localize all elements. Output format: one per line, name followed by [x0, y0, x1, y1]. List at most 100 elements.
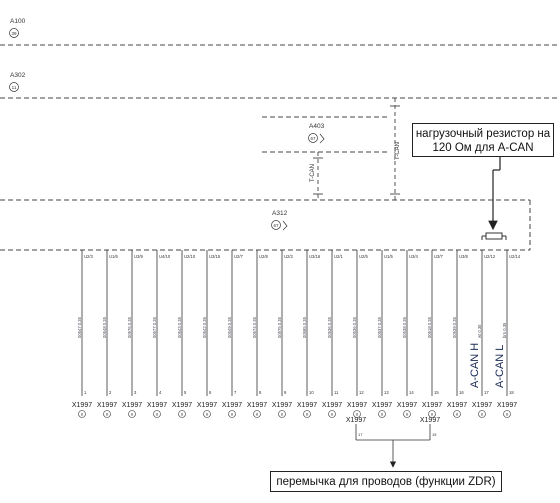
connector-badge: 8: [406, 412, 409, 417]
connector-badge-circle: [478, 410, 486, 418]
resistor-callout-arrow: [488, 157, 501, 231]
pin-label: U2/8: [259, 254, 269, 259]
connector-label: X1997: [322, 402, 342, 409]
pin-label: U2/12: [484, 254, 496, 259]
a403-badge: 67: [310, 136, 316, 141]
tcan-main-label: T-CAN: [395, 142, 401, 160]
connector-pin-number: 12: [359, 390, 364, 395]
a312-badge-circle: [271, 220, 281, 230]
connector-badge-circle: [503, 410, 511, 418]
a403-badge-circle: [308, 133, 318, 143]
connector-label: X1997: [422, 402, 442, 409]
connector-badge: 8: [356, 412, 359, 417]
connector-label: X1997: [147, 402, 167, 409]
resistor-callout: нагрузочный резистор на 120 Ом для A-CAN: [412, 123, 554, 157]
t-can-lines: [313, 98, 400, 200]
connector-label: X1997: [197, 402, 217, 409]
bridge-connector-left: X1997: [346, 417, 366, 424]
connector-badge: 8: [256, 412, 259, 417]
connector-pin-number: 15: [434, 390, 439, 395]
resistor-callout-text: нагрузочный резистор на 120 Ом для A-CAN: [415, 128, 551, 154]
pin-label: U3/15: [209, 254, 221, 259]
a302-label: A302: [10, 72, 26, 79]
connector-badge-circle: [403, 410, 411, 418]
connector-label: X1997: [372, 402, 392, 409]
bridge-right-pin: 15: [432, 432, 437, 437]
wire-code: 00577 0.35: [152, 316, 157, 338]
connector-badge: 8: [381, 412, 384, 417]
connector-badge: 8: [431, 412, 434, 417]
connector-label: X1997: [222, 402, 242, 409]
connector-badge: 8: [81, 412, 84, 417]
connector-pin-number: 14: [409, 390, 414, 395]
a100-label: A100: [10, 18, 26, 25]
connector-label: X1997: [447, 402, 467, 409]
connector-badge: 8: [456, 412, 459, 417]
wire-code: 00547 0.35: [77, 316, 82, 338]
connector-pin-number: 11: [334, 390, 339, 395]
connector-label: X1997: [397, 402, 417, 409]
connector-badge-circle: [253, 410, 261, 418]
pin-label: U2/14: [509, 254, 521, 259]
connector-label: X1997: [297, 402, 317, 409]
wire-code: 00536 0.35: [352, 316, 357, 338]
component-a312: A312 67: [271, 210, 288, 231]
wire-code: 00575 0.35: [277, 316, 282, 338]
connector-badge: 8: [181, 412, 184, 417]
bridge-left-pin: 17: [358, 432, 363, 437]
connector-label: X1997: [247, 402, 267, 409]
connector-label: X1997: [172, 402, 192, 409]
connector-badge: 8: [481, 412, 484, 417]
component-a302: A302 11: [9, 72, 26, 92]
can-high-label: A-CAN H: [469, 343, 481, 388]
connector-label: X1997: [497, 402, 517, 409]
wire-code: 00538 0.35: [402, 316, 407, 338]
pin-label: U2/3: [84, 254, 94, 259]
connector-label: X1997: [272, 402, 292, 409]
pin-label: U4/10: [159, 254, 171, 259]
wire-code: 00537 0.35: [377, 316, 382, 338]
pin-label: U2/7: [234, 254, 244, 259]
connector-badge-circle: [228, 410, 236, 418]
connector-badge-circle: [203, 410, 211, 418]
connector-badge: 8: [206, 412, 209, 417]
bridge-wire: [355, 424, 431, 468]
connector-badge-circle: [178, 410, 186, 418]
connector-badge-circle: [103, 410, 111, 418]
a312-antenna-icon: [282, 220, 288, 231]
connector-pin-number: 9: [284, 390, 287, 395]
connector-pin-number: 1: [84, 390, 87, 395]
component-a100: A100 39: [9, 18, 26, 38]
connector-badge-circle: [278, 410, 286, 418]
connector-badge: 8: [506, 412, 509, 417]
wire-code: 00518 0.35: [427, 316, 432, 338]
pin-label: U3/7: [434, 254, 444, 259]
connector-badge-circle: [78, 410, 86, 418]
wire-code: 00548 0.35: [102, 316, 107, 338]
wire-code: 00585 0.35: [302, 316, 307, 338]
a302-badge: 11: [12, 85, 17, 90]
a312-label: A312: [272, 210, 288, 217]
connector-badge: 8: [331, 412, 334, 417]
a302-badge-circle: [9, 82, 19, 92]
wire-code: wt 0.35: [477, 324, 482, 338]
component-borders: [0, 44, 560, 251]
connector-badge-circle: [453, 410, 461, 418]
wire-code: 00536 0.35: [327, 316, 332, 338]
connector-pin-number: 8: [259, 390, 262, 395]
